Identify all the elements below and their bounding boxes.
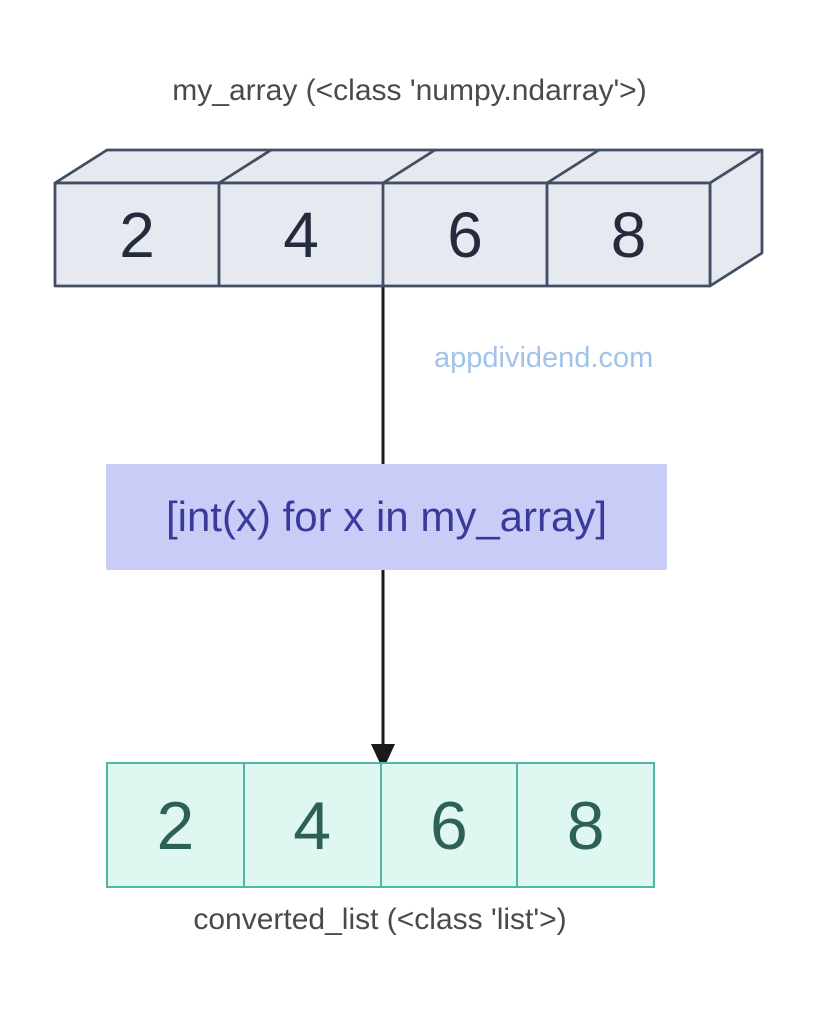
ndarray-cell-value: 4 bbox=[283, 198, 319, 271]
list-cell: 8 bbox=[516, 764, 653, 886]
list-cell-value: 6 bbox=[429, 788, 468, 864]
ndarray-top-divider bbox=[218, 148, 272, 185]
list-cell: 2 bbox=[108, 764, 243, 886]
list-comprehension-box: [int(x) for x in my_array] bbox=[106, 464, 667, 570]
list-title-label: converted_list (<class 'list'>) bbox=[193, 903, 567, 936]
watermark-text: appdividend.com bbox=[434, 342, 654, 374]
ndarray-cell-value: 8 bbox=[610, 198, 647, 271]
list-cell: 4 bbox=[242, 764, 380, 886]
list-cell: 6 bbox=[379, 764, 517, 886]
ndarray-top-divider bbox=[382, 148, 436, 185]
list-array: 2 4 6 8 bbox=[106, 762, 655, 888]
list-comprehension-code: [int(x) for x in my_array] bbox=[165, 493, 608, 540]
list-cell-value: 8 bbox=[566, 788, 605, 864]
ndarray-top-divider bbox=[546, 148, 600, 185]
ndarray-title-label: my_array (<class 'numpy.ndarray'>) bbox=[172, 74, 647, 107]
ndarray-cell-value: 2 bbox=[119, 198, 155, 271]
list-cell-value: 2 bbox=[156, 788, 195, 864]
ndarray-cell-value: 6 bbox=[447, 198, 483, 271]
list-cell-value: 4 bbox=[293, 788, 332, 864]
flow-arrow-head bbox=[371, 744, 395, 770]
